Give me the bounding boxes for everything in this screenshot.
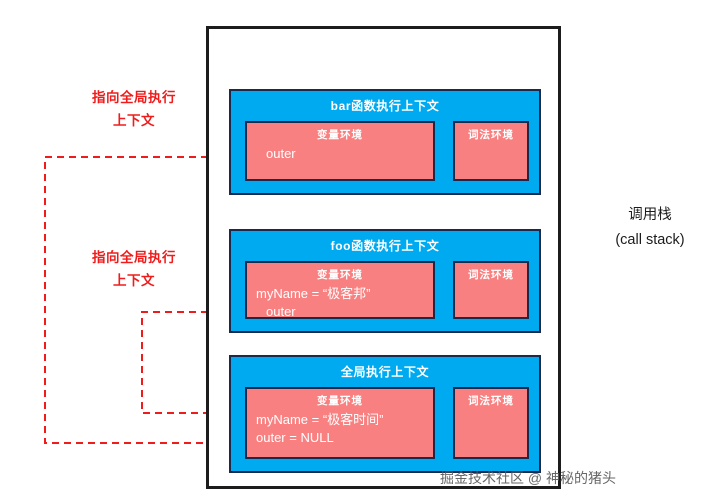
execution-context-global: 全局执行上下文 变量环境 myName = “极客时间” outer = NUL… <box>229 355 541 473</box>
watermark: 掘金技术社区 @ 神秘的猪头 <box>440 470 616 486</box>
annotation-foo-outer-pointer: 指向全局执行 上下文 <box>68 246 200 292</box>
lexical-environment-bar: 词法环境 <box>453 121 529 181</box>
annotation-line-2: 上下文 <box>113 113 155 128</box>
annotation-line-1: 指向全局执行 <box>92 90 176 105</box>
variable-entry: outer <box>266 146 296 161</box>
variable-entry: outer = NULL <box>256 430 334 445</box>
lexical-environment-global: 词法环境 <box>453 387 529 459</box>
annotation-line-2: 上下文 <box>113 273 155 288</box>
context-title: 全局执行上下文 <box>340 365 430 379</box>
variable-environment-bar: 变量环境 outer <box>245 121 435 181</box>
variable-environment-entries: myName = “极客时间” outer = NULL <box>256 411 429 447</box>
variable-entry: myName = “极客时间” <box>256 412 384 427</box>
lexical-environment-foo: 词法环境 <box>453 261 529 319</box>
variable-environment-global: 变量环境 myName = “极客时间” outer = NULL <box>245 387 435 459</box>
variable-environment-entries: outer <box>256 145 429 163</box>
variable-entry: outer <box>266 304 296 319</box>
call-stack-caption: 调用栈 (call stack) <box>586 203 714 253</box>
variable-environment-title: 变量环境 <box>317 269 363 281</box>
annotation-line-1: 指向全局执行 <box>92 250 176 265</box>
execution-context-bar: bar函数执行上下文 变量环境 outer 词法环境 <box>229 89 541 195</box>
execution-context-foo: foo函数执行上下文 变量环境 myName = “极客邦” outer 词法环… <box>229 229 541 333</box>
caption-line-2: (call stack) <box>615 232 685 248</box>
lexical-environment-title: 词法环境 <box>468 269 514 281</box>
lexical-environment-title: 词法环境 <box>468 395 514 407</box>
variable-entry: myName = “极客邦” <box>256 286 371 301</box>
context-title: foo函数执行上下文 <box>330 239 440 253</box>
variable-environment-entries: myName = “极客邦” outer <box>256 285 429 321</box>
variable-environment-foo: 变量环境 myName = “极客邦” outer <box>245 261 435 319</box>
context-title: bar函数执行上下文 <box>330 99 440 113</box>
caption-line-1: 调用栈 <box>628 207 672 223</box>
variable-environment-title: 变量环境 <box>317 129 363 141</box>
variable-environment-title: 变量环境 <box>317 395 363 407</box>
call-stack-container: bar函数执行上下文 变量环境 outer 词法环境 foo函数执行上下文 变量… <box>206 26 561 489</box>
lexical-environment-title: 词法环境 <box>468 129 514 141</box>
annotation-bar-outer-pointer: 指向全局执行 上下文 <box>68 86 200 132</box>
